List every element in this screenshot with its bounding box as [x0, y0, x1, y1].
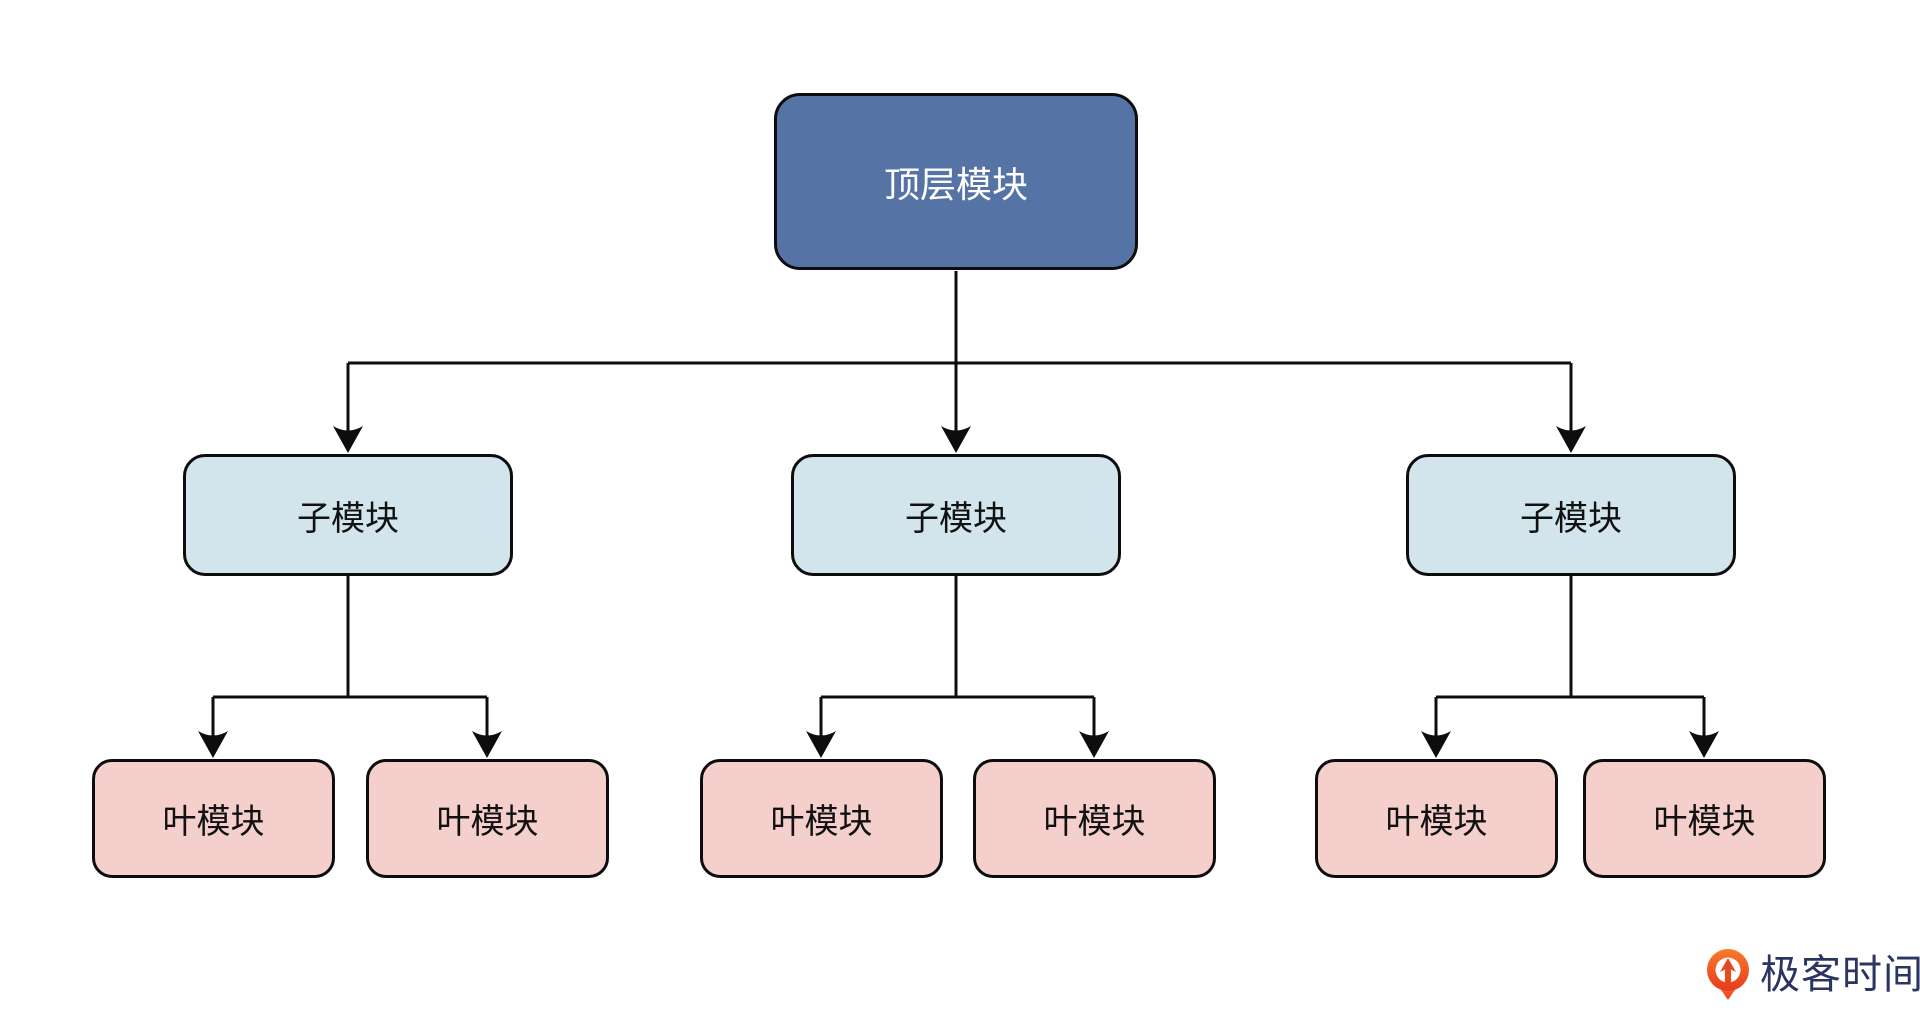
node-label: 子模块 [1520, 498, 1622, 539]
node-label: 叶模块 [1653, 802, 1756, 842]
node-sub-module-3: 子模块 [1406, 454, 1736, 576]
node-sub-module-1: 子模块 [183, 454, 513, 576]
node-leaf-module-1: 叶模块 [92, 759, 335, 878]
node-leaf-module-5: 叶模块 [1315, 759, 1558, 878]
arrowhead-icon [941, 426, 971, 453]
geektime-logo-icon [1707, 949, 1749, 1000]
node-label: 叶模块 [770, 802, 873, 842]
node-leaf-module-2: 叶模块 [366, 759, 609, 878]
node-label: 叶模块 [436, 802, 539, 842]
node-label: 叶模块 [1385, 802, 1488, 842]
brand-name: 极客时间 [1760, 952, 1920, 998]
node-sub-module-2: 子模块 [791, 454, 1121, 576]
arrowhead-icon [1421, 731, 1451, 758]
node-label: 顶层模块 [883, 164, 1028, 206]
arrowhead-icon [472, 731, 502, 758]
node-label: 叶模块 [162, 802, 265, 842]
node-leaf-module-6: 叶模块 [1583, 759, 1826, 878]
node-label: 叶模块 [1043, 802, 1146, 842]
arrowhead-icon [333, 426, 363, 453]
node-leaf-module-3: 叶模块 [700, 759, 943, 878]
arrowhead-icon [198, 731, 228, 758]
node-top-module: 顶层模块 [774, 93, 1138, 270]
arrowhead-icon [1079, 731, 1109, 758]
arrowhead-icon [806, 731, 836, 758]
node-label: 子模块 [297, 498, 399, 539]
node-leaf-module-4: 叶模块 [973, 759, 1216, 878]
arrowhead-icon [1556, 426, 1586, 453]
geektime-logo: 极客时间 [1704, 948, 1920, 1002]
arrowhead-icon [1689, 731, 1719, 758]
node-label: 子模块 [905, 498, 1007, 539]
